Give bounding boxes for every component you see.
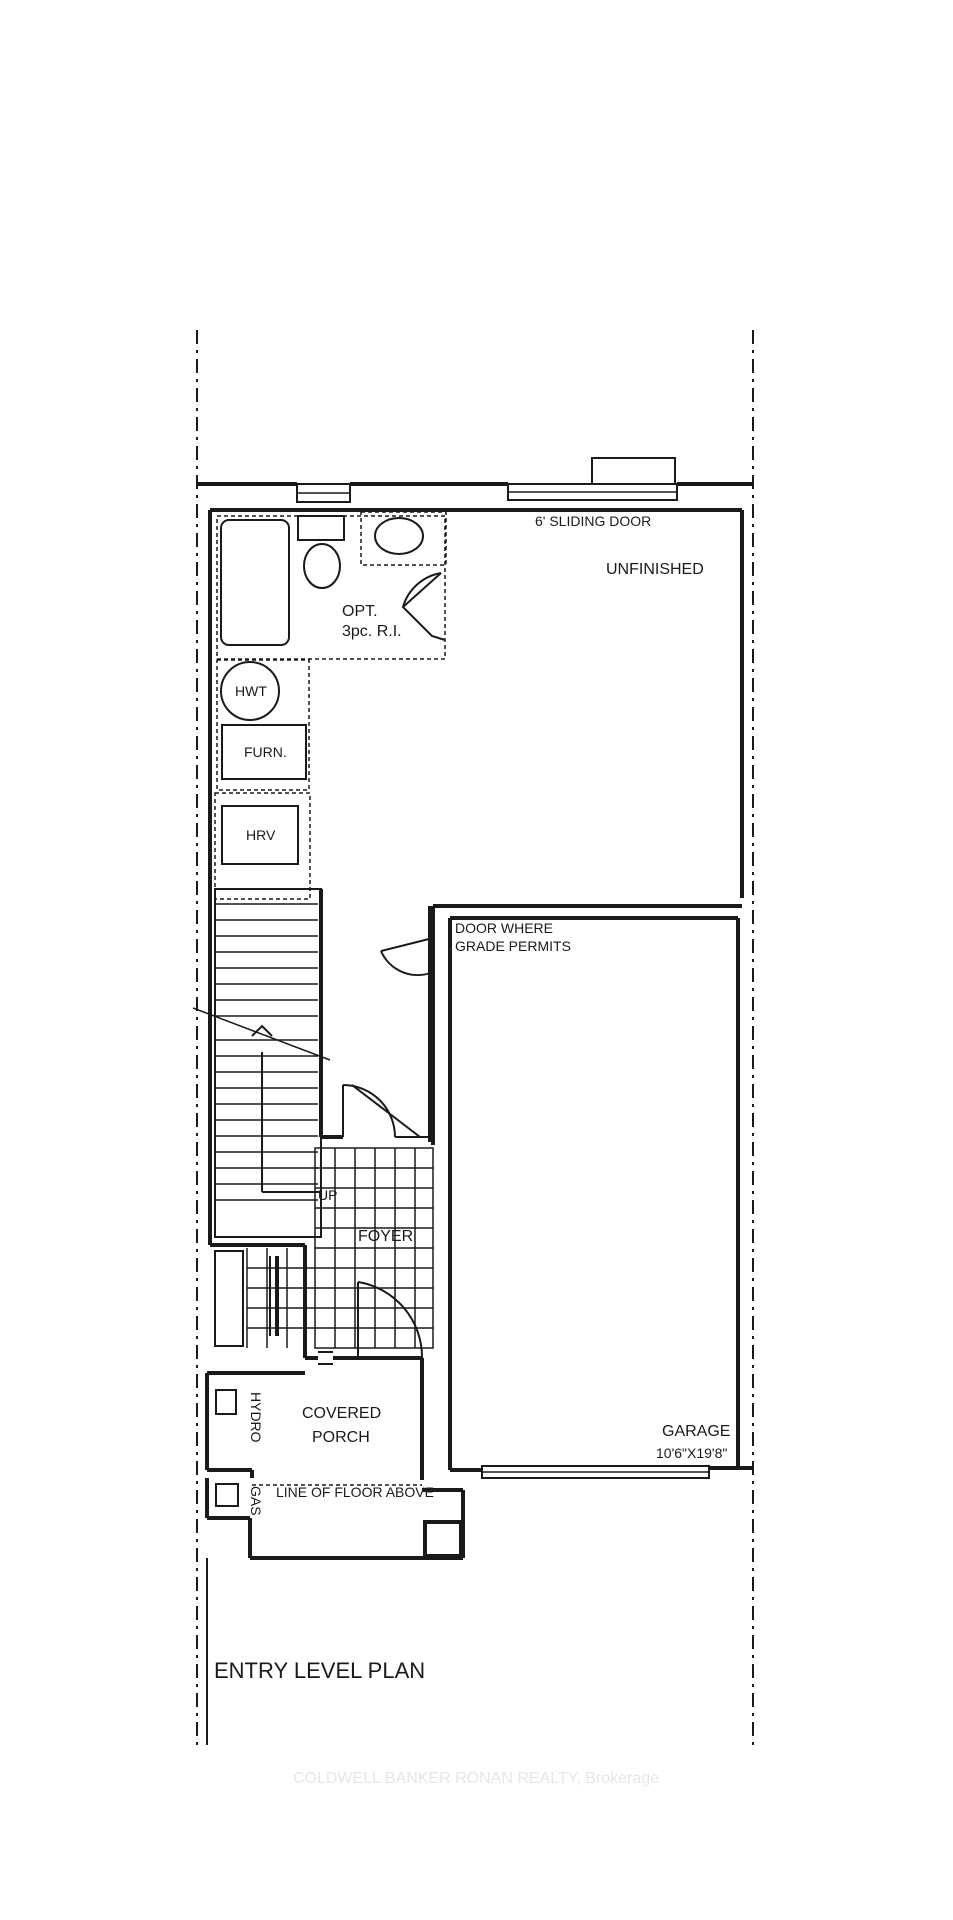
foyer-tile-grid <box>214 1147 434 1349</box>
front-entry <box>205 1281 465 1560</box>
sliding-door <box>507 457 678 501</box>
window-top-left <box>296 483 351 503</box>
gas-label: GAS <box>248 1486 264 1516</box>
unfinished-label: UNFINISHED <box>606 561 704 578</box>
rough-in-label: 3pc. R.I. <box>342 623 402 640</box>
garage-label: GARAGE <box>662 1423 730 1440</box>
hall-walls <box>321 906 435 1145</box>
hwt-label: HWT <box>235 683 267 699</box>
mechanical-area <box>214 659 311 900</box>
covered-label: COVERED <box>302 1405 381 1422</box>
bathroom-rough-in <box>216 511 447 660</box>
property-lines <box>196 330 754 1745</box>
door-where-label: DOOR WHERE <box>455 920 553 936</box>
hydro-label: HYDRO <box>248 1392 264 1443</box>
stairs-up-label: UP <box>318 1187 337 1203</box>
opt-label: OPT. <box>342 603 378 620</box>
exterior-walls <box>197 482 753 1358</box>
garage <box>448 916 752 1479</box>
garage-dimensions-label: 10'6"X19'8" <box>656 1445 727 1461</box>
porch-label: PORCH <box>312 1429 370 1446</box>
plan-title: ENTRY LEVEL PLAN <box>214 1658 425 1683</box>
hrv-label: HRV <box>246 827 276 843</box>
line-of-floor-above-label: LINE OF FLOOR ABOVE <box>276 1484 434 1500</box>
grade-permits-label: GRADE PERMITS <box>455 938 571 954</box>
sliding-door-label: 6' SLIDING DOOR <box>535 513 651 529</box>
stairs <box>192 888 331 1238</box>
furnace-label: FURN. <box>244 744 287 760</box>
watermark: COLDWELL BANKER RONAN REALTY, Brokerage <box>293 1770 659 1787</box>
foyer-label: FOYER <box>358 1228 413 1245</box>
